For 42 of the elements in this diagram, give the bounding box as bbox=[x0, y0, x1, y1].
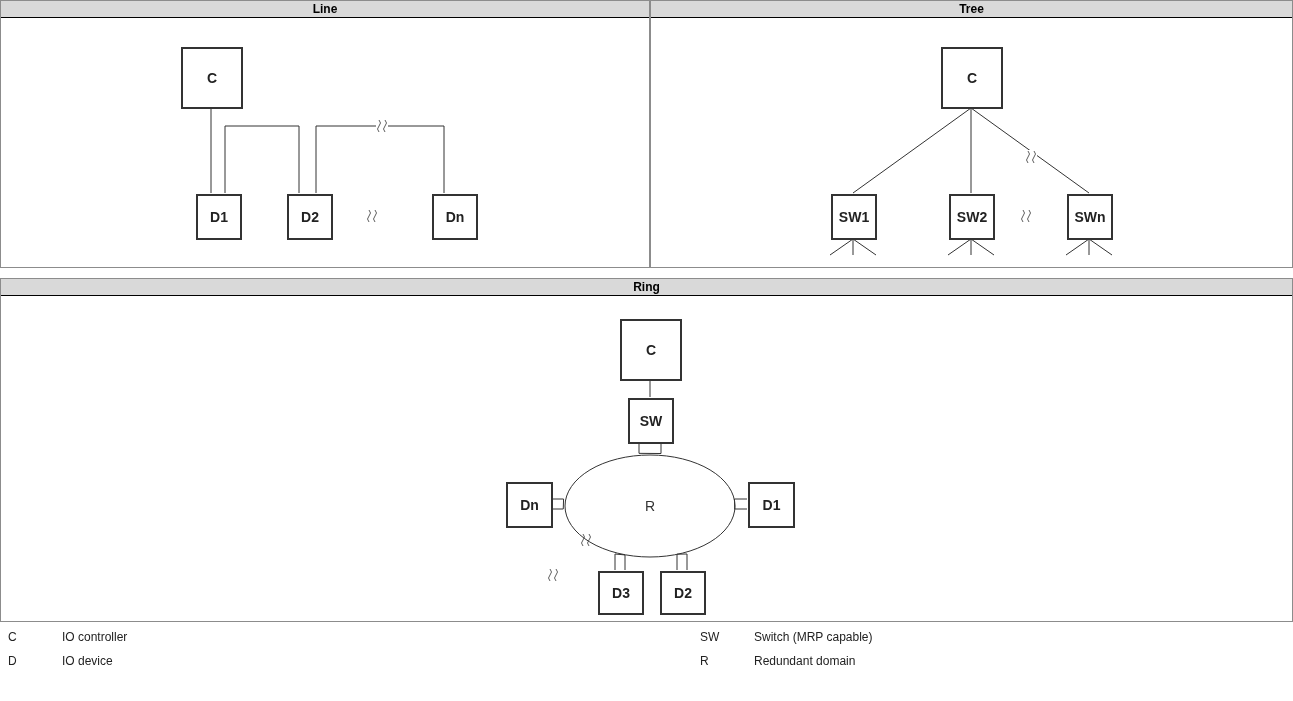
cable-line bbox=[676, 553, 688, 571]
device-box: SWn bbox=[1067, 194, 1113, 240]
legend-abbreviation: R bbox=[700, 653, 709, 670]
cable-line bbox=[733, 498, 748, 510]
device-box: D2 bbox=[660, 571, 706, 615]
legend-description: IO controller bbox=[62, 629, 128, 646]
cable-line bbox=[210, 107, 212, 194]
cable-line bbox=[970, 107, 1090, 194]
cable-line bbox=[852, 107, 972, 194]
cable-line bbox=[551, 498, 565, 510]
legend-description: Switch (MRP capable) bbox=[754, 629, 873, 646]
panel-header: Line bbox=[1, 1, 649, 18]
device-box: C bbox=[620, 319, 682, 381]
topology-panel bbox=[0, 278, 1293, 622]
cable-line bbox=[614, 553, 626, 571]
cable-line bbox=[638, 442, 662, 454]
domain-label: R bbox=[644, 496, 656, 516]
device-box: C bbox=[941, 47, 1003, 109]
topology-panel bbox=[0, 0, 650, 268]
device-box: SW bbox=[628, 398, 674, 444]
cable-line bbox=[649, 379, 651, 398]
device-box: D1 bbox=[748, 482, 795, 528]
cable-line bbox=[970, 107, 972, 194]
device-box: SW1 bbox=[831, 194, 877, 240]
device-box: D3 bbox=[598, 571, 644, 615]
panel-header: Tree bbox=[651, 1, 1292, 18]
device-box: D1 bbox=[196, 194, 242, 240]
topology-panel bbox=[650, 0, 1293, 268]
device-box: D2 bbox=[287, 194, 333, 240]
legend-description: Redundant domain bbox=[754, 653, 856, 670]
cable-line bbox=[224, 125, 300, 194]
device-box: Dn bbox=[506, 482, 553, 528]
legend-abbreviation: C bbox=[8, 629, 17, 646]
ring-ellipse bbox=[564, 454, 736, 558]
panel-header: Ring bbox=[1, 279, 1292, 296]
device-box: SW2 bbox=[949, 194, 995, 240]
legend-abbreviation: SW bbox=[700, 629, 720, 646]
legend-abbreviation: D bbox=[8, 653, 17, 670]
device-box: Dn bbox=[432, 194, 478, 240]
device-box: C bbox=[181, 47, 243, 109]
cable-line bbox=[315, 125, 445, 194]
legend-description: IO device bbox=[62, 653, 113, 670]
